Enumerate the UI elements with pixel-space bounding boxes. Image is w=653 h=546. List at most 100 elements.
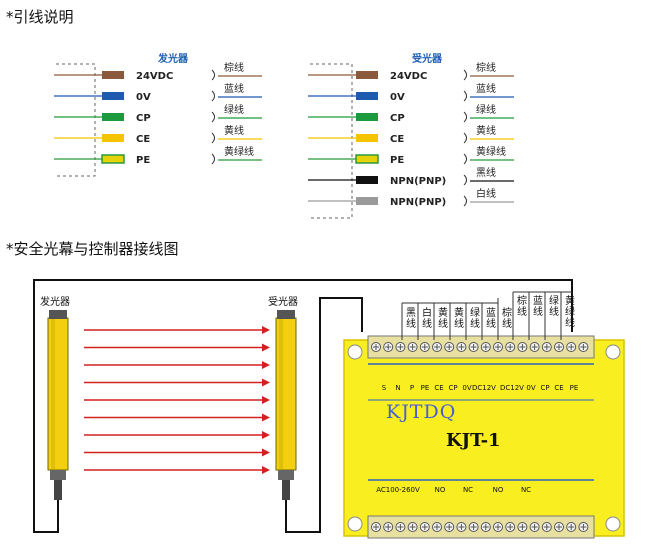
- emitter-wire-label-2: 绿线: [224, 103, 244, 116]
- svg-text:线: 线: [470, 317, 480, 330]
- receiver-wire-label-5: 黑线: [476, 166, 496, 179]
- svg-text:棕: 棕: [502, 306, 512, 319]
- emitter-wire-label-0: 棕线: [224, 61, 244, 74]
- receiver-pin-label-4: PE: [390, 155, 404, 166]
- svg-text:白: 白: [422, 306, 432, 319]
- receiver-title: 受光器: [412, 52, 443, 65]
- emitter-wire-label-1: 蓝线: [224, 82, 244, 95]
- svg-text:线: 线: [422, 317, 432, 330]
- terminal-bottom-label-0: AC100-260V: [376, 486, 420, 494]
- receiver-color-block-6: [356, 197, 378, 205]
- emitter-cable: [33, 279, 573, 533]
- beam-arrow: [262, 431, 270, 439]
- emitter-wire-end-3: [211, 132, 215, 144]
- svg-text:线: 线: [438, 317, 448, 330]
- svg-text:黄: 黄: [565, 294, 575, 307]
- terminal-label-0: S: [382, 384, 387, 392]
- terminal-label-9: 0V: [526, 384, 535, 392]
- terminal-bottom-label-1: NO: [435, 486, 446, 494]
- receiver-wire-label-1: 蓝线: [476, 82, 496, 95]
- receiver-pin-label-6: NPN(PNP): [390, 197, 446, 208]
- beam-arrow: [262, 466, 270, 474]
- terminal-label-5: CP: [448, 384, 457, 392]
- svg-text:绿: 绿: [565, 305, 575, 318]
- receiver-wire-end-6: [463, 195, 467, 207]
- emitter-pin-label-2: CP: [136, 113, 151, 124]
- emitter-color-block-2: [102, 113, 124, 121]
- receiver-pin-label-1: 0V: [390, 92, 405, 103]
- svg-text:黄: 黄: [438, 306, 448, 319]
- emitter-wire-end-4: [211, 153, 215, 165]
- receiver-color-block-1: [356, 92, 378, 100]
- emitter-color-block-0: [102, 71, 124, 79]
- svg-text:线: 线: [517, 305, 527, 318]
- receiver-color-block-2: [356, 113, 378, 121]
- svg-text:黑: 黑: [406, 307, 416, 319]
- receiver-wire-label-4: 黄绿线: [476, 145, 506, 158]
- emitter-wire-end-2: [211, 111, 215, 123]
- beam-arrow: [262, 396, 270, 404]
- receiver-color-block-5: [356, 176, 378, 184]
- receiver-wire-end-0: [463, 69, 467, 81]
- receiver-cable-bracket: [310, 63, 353, 219]
- receiver-pin-label-5: NPN(PNP): [390, 176, 446, 187]
- receiver-cable: [285, 297, 363, 533]
- terminal-label-6: 0V: [462, 384, 471, 392]
- receiver-wire-label-2: 绿线: [476, 103, 496, 116]
- receiver-wire-label-4: 绿线: [470, 306, 480, 330]
- receiver-wire-label-0: 黑线: [406, 307, 416, 330]
- emitter-pin-label-4: PE: [136, 155, 150, 166]
- terminal-label-12: PE: [570, 384, 579, 392]
- svg-text:线: 线: [533, 305, 543, 318]
- terminal-bottom-label-4: NC: [521, 486, 531, 494]
- receiver-wire-end-4: [463, 153, 467, 165]
- model-name: KJT-1: [446, 430, 501, 451]
- svg-text:蓝: 蓝: [533, 295, 543, 307]
- emitter-color-block-4: [101, 154, 125, 164]
- svg-text:绿: 绿: [549, 294, 559, 307]
- emitter-curtain: [47, 310, 69, 500]
- terminal-label-11: CE: [554, 384, 563, 392]
- brand-logo: KJTDQ: [386, 401, 456, 423]
- emitter-device-label: 发光器: [40, 295, 70, 308]
- svg-text:线: 线: [502, 317, 512, 330]
- receiver-wire-label-6: 白线: [476, 187, 496, 200]
- receiver-wire-end-5: [463, 174, 467, 186]
- beam-arrow: [262, 326, 270, 334]
- emitter-wire-end-0: [211, 69, 215, 81]
- svg-text:线: 线: [454, 317, 464, 330]
- svg-text:线: 线: [486, 317, 496, 330]
- beam-arrow: [262, 343, 270, 352]
- receiver-pin-label-2: CP: [390, 113, 405, 124]
- svg-text:蓝: 蓝: [486, 307, 496, 319]
- svg-text:黄: 黄: [454, 306, 464, 319]
- beam-arrow: [262, 448, 270, 457]
- emitter-color-block-1: [102, 92, 124, 100]
- terminal-bottom-label-2: NC: [463, 486, 473, 494]
- receiver-wire-end-1: [463, 90, 467, 102]
- emitter-cable-bracket: [56, 63, 96, 177]
- terminal-bottom-label-3: NO: [493, 486, 504, 494]
- receiver-wire-label-6: 棕线: [502, 306, 512, 330]
- emitter-title: 发光器: [157, 52, 189, 65]
- terminal-label-8: DC12V: [500, 384, 524, 392]
- receiver-wire-label-2: 黄线: [438, 306, 448, 330]
- receiver-wire-end-2: [463, 111, 467, 123]
- emitter-wire-label-4: 黄绿线: [224, 145, 254, 158]
- emitter-color-block-3: [102, 134, 124, 142]
- receiver-color-block-0: [356, 71, 378, 79]
- beam-arrow: [262, 361, 270, 369]
- controller: [343, 335, 625, 539]
- svg-text:线: 线: [406, 317, 416, 330]
- terminal-block-bottom: [371, 522, 589, 532]
- emitter-pin-label-3: CE: [136, 134, 150, 145]
- emitter-wire-label-0: 棕线: [517, 294, 527, 318]
- terminal-block-top: [371, 342, 589, 352]
- emitter-pin-label-1: 0V: [136, 92, 151, 103]
- svg-text:线: 线: [549, 305, 559, 318]
- terminal-label-1: N: [395, 384, 400, 392]
- receiver-pin-label-0: 24VDC: [390, 71, 427, 82]
- light-beams: [84, 326, 270, 474]
- terminal-label-7: DC12V: [472, 384, 496, 392]
